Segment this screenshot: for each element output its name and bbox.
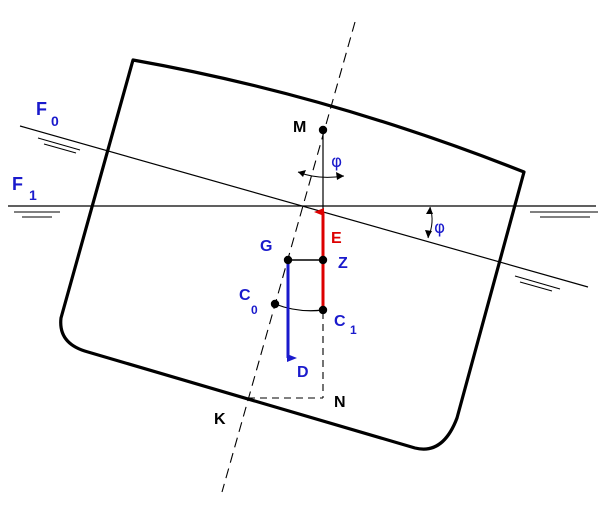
water-hatch-left-f1 [14, 211, 60, 218]
label-z: Z [338, 255, 348, 272]
point-g [283, 255, 293, 265]
label-phi-right: φ [434, 218, 445, 238]
point-z [318, 255, 328, 265]
label-f1: F [12, 174, 23, 194]
label-c0-sub: 0 [251, 303, 258, 317]
label-f0: F [36, 99, 47, 119]
label-f0-sub: 0 [51, 113, 59, 129]
point-c1 [318, 305, 328, 315]
angle-arrow-right-top [426, 207, 433, 214]
angle-arrow-right-bottom [425, 230, 432, 238]
water-hatch-right-f0 [514, 275, 561, 292]
label-phi-top: φ [331, 152, 342, 172]
water-hatch-right-f1 [530, 211, 598, 218]
label-d: D [297, 364, 309, 381]
label-c1: C [334, 313, 346, 330]
hull-outline [59, 58, 526, 451]
point-c0 [270, 299, 280, 309]
label-c1-sub: 1 [350, 323, 357, 337]
label-m: M [293, 119, 306, 136]
label-n: N [334, 394, 346, 411]
angle-arrow-top-left [298, 170, 306, 177]
label-e: E [331, 230, 342, 247]
waterline-f0 [19, 125, 589, 288]
label-k: K [214, 411, 226, 428]
arc-c0-c1 [274, 303, 324, 312]
label-c0: C [239, 287, 251, 304]
angle-arrow-top-right [336, 172, 344, 180]
label-g: G [260, 238, 272, 255]
label-f1-sub: 1 [29, 187, 37, 203]
point-m [318, 125, 328, 135]
water-hatch-left-f0 [37, 137, 81, 154]
